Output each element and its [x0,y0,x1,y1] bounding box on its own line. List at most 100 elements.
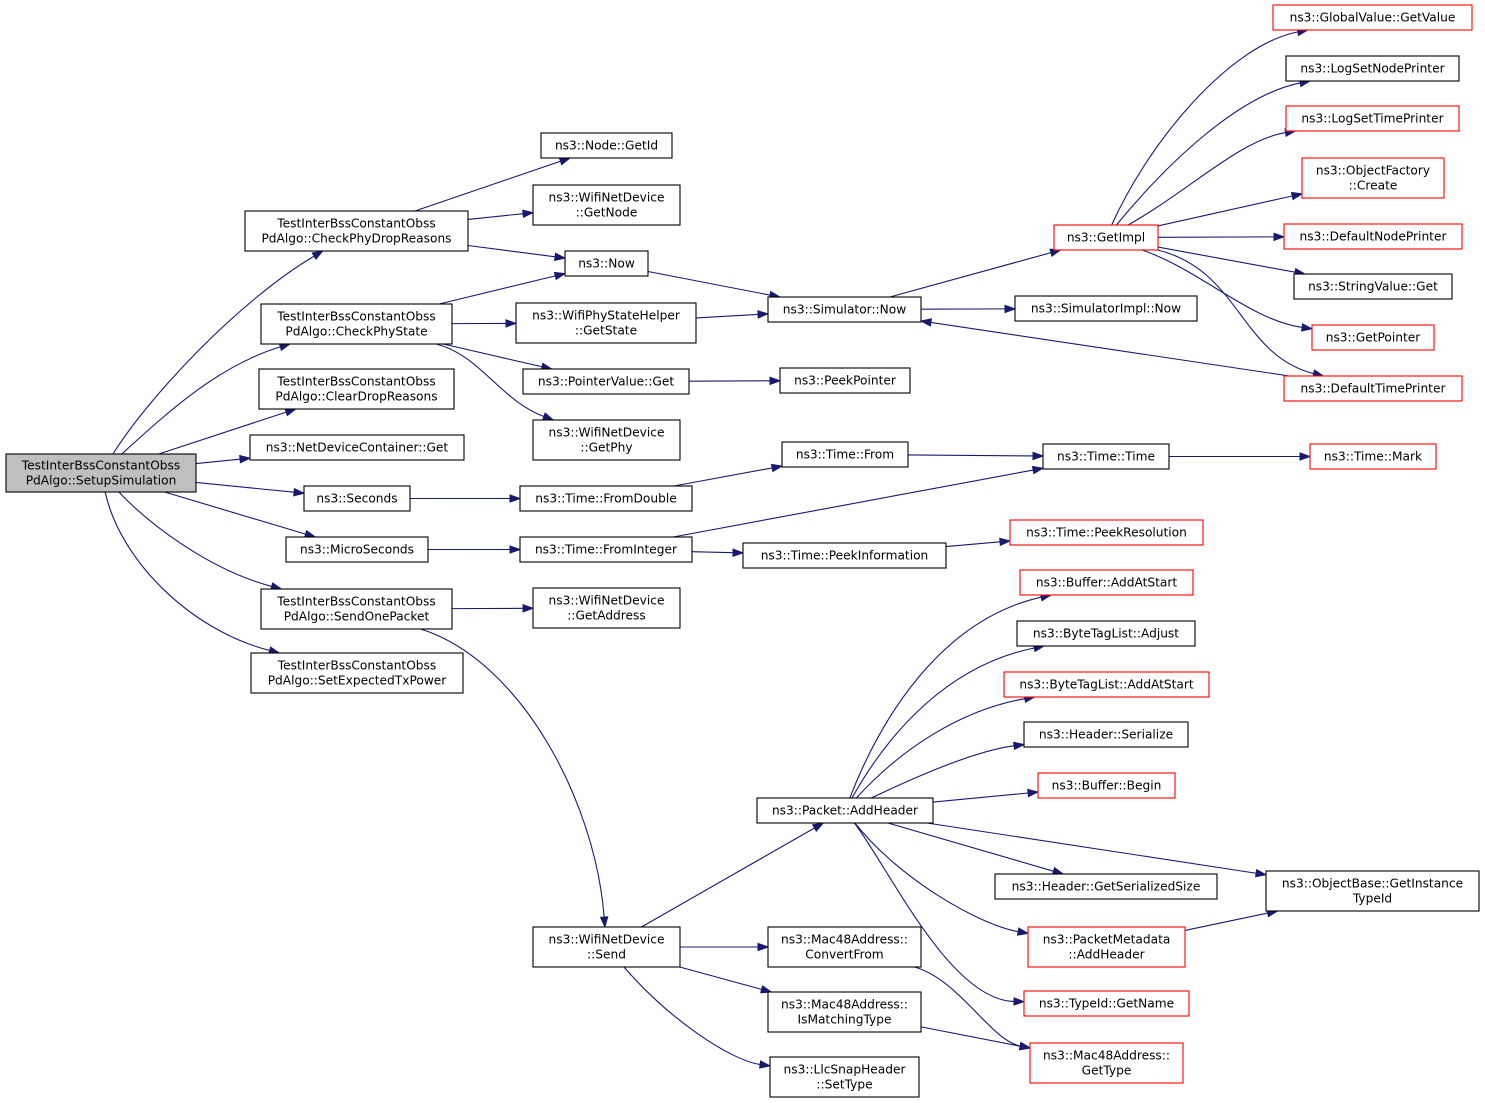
edge-line [195,458,241,465]
arrowhead-icon [505,319,518,328]
edge-line [195,481,295,493]
function-node-microSeconds[interactable]: ns3::MicroSeconds [285,536,429,563]
call-edge-timeFromInteger-to-timeTime [673,465,1045,538]
function-node-getPointer[interactable]: ns3::GetPointer [1311,324,1435,351]
function-node-packetAddHeader[interactable]: ns3::Packet::AddHeader [756,797,934,824]
arrowhead-icon [757,942,770,952]
function-node-wndGetNode[interactable]: ns3::WifiNetDevice::GetNode [532,184,681,226]
function-node-wndGetPhy[interactable]: ns3::WifiNetDevice::GetPhy [532,419,681,461]
node-label: ns3::Buffer::Begin [1052,779,1162,793]
function-node-wndSend[interactable]: ns3::WifiNetDevice::Send [532,926,681,968]
function-node-defaultTimePrinter[interactable]: ns3::DefaultTimePrinter [1283,375,1463,402]
function-node-macGetType[interactable]: ns3::Mac48Address::GetType [1029,1042,1184,1084]
function-node-timeFromInteger[interactable]: ns3::Time::FromInteger [519,536,693,563]
function-node-timeTime[interactable]: ns3::Time::Time [1042,443,1170,470]
arrowhead-icon [1031,465,1045,475]
function-node-root[interactable]: TestInterBssConstantObssPdAlgo::SetupSim… [5,453,197,493]
function-node-timeMark[interactable]: ns3::Time::Mark [1309,443,1437,470]
call-edge-wndSend-to-llcSetType [623,966,772,1069]
node-label: ns3::Packet::AddHeader [772,804,919,818]
function-node-macIsMatching[interactable]: ns3::Mac48Address::IsMatchingType [767,991,922,1033]
arrowhead-icon [1273,232,1286,242]
node-box [1265,870,1480,912]
function-node-btlAdjust[interactable]: ns3::ByteTagList::Adjust [1016,620,1196,647]
call-edge-macIsMatching-to-macGetType [920,1026,1032,1051]
function-node-timePeekInfo[interactable]: ns3::Time::PeekInformation [742,542,947,569]
function-node-objFactoryCreate[interactable]: ns3::ObjectFactory::Create [1301,157,1445,199]
function-node-sendOnePacket[interactable]: TestInterBssConstantObssPdAlgo::SendOneP… [260,588,453,630]
function-node-bufBegin[interactable]: ns3::Buffer::Begin [1037,772,1176,799]
function-node-typeIdGetName[interactable]: ns3::TypeId::GetName [1023,990,1190,1017]
call-edge-root-to-seconds [195,481,306,497]
node-box [779,367,911,394]
function-node-checkPhyDrop[interactable]: TestInterBssConstantObssPdAlgo::CheckPhy… [244,210,469,252]
node-label: ns3::DefaultNodePrinter [1300,230,1448,244]
function-node-logSetTimePrinter[interactable]: ns3::LogSetTimePrinter [1285,105,1460,132]
node-box [1003,671,1210,698]
function-node-nodeGetId[interactable]: ns3::Node::GetId [540,132,673,159]
function-node-getImpl[interactable]: ns3::GetImpl [1053,224,1159,251]
node-box [1272,4,1473,31]
call-edge-simNow-to-simImplNow [920,304,1017,314]
function-node-now[interactable]: ns3::Now [564,250,649,277]
node-box [258,368,455,410]
node-label: TestInterBssConstantObss [276,375,435,389]
function-node-timePeekRes[interactable]: ns3::Time::PeekResolution [1009,519,1204,546]
node-box [532,419,681,461]
function-node-llcSetType[interactable]: ns3::LlcSnapHeader::SetType [769,1056,920,1098]
function-node-btlAddAtStart[interactable]: ns3::ByteTagList::AddAtStart [1003,671,1210,698]
function-node-clearDrop[interactable]: TestInterBssConstantObssPdAlgo::ClearDro… [258,368,455,410]
node-box [994,873,1218,900]
function-node-peekPointer[interactable]: ns3::PeekPointer [779,367,911,394]
node-box [1309,443,1437,470]
function-node-defaultNodePrinter[interactable]: ns3::DefaultNodePrinter [1283,223,1463,250]
function-node-seconds[interactable]: ns3::Seconds [303,485,411,512]
node-label: PdAlgo::SetExpectedTxPower [268,674,448,688]
node-box [769,1056,920,1098]
call-edge-root-to-ndcGet [195,454,252,465]
node-label: ns3::Seconds [316,492,397,506]
function-node-logSetNodePrinter[interactable]: ns3::LogSetNodePrinter [1285,55,1460,82]
node-box [1029,1042,1184,1084]
node-box [519,485,693,512]
function-node-setExpectedTx[interactable]: TestInterBssConstantObssPdAlgo::SetExpec… [250,652,464,694]
function-node-wpshGetState[interactable]: ns3::WifiPhyStateHelper::GetState [515,302,697,344]
arrowhead-icon [1032,451,1045,461]
node-box [522,368,690,395]
function-node-bufAddAtStart[interactable]: ns3::Buffer::AddAtStart [1019,569,1194,596]
function-node-wndGetAddress[interactable]: ns3::WifiNetDevice::GetAddress [532,587,681,629]
function-node-ndcGet[interactable]: ns3::NetDeviceContainer::Get [249,434,465,461]
function-node-hdrSerialize[interactable]: ns3::Header::Serialize [1023,721,1189,748]
call-edge-sendOnePacket-to-wndSend [420,628,609,929]
node-label: ::GetState [575,324,637,338]
node-box [1283,223,1463,250]
call-edge-checkPhyDrop-to-wndGetNode [467,209,535,220]
node-box [767,926,922,968]
call-edge-sendOnePacket-to-wndGetAddress [451,604,535,613]
function-node-hdrGetSerSize[interactable]: ns3::Header::GetSerializedSize [994,873,1218,900]
node-box [303,485,411,512]
node-label: IsMatchingType [798,1013,892,1027]
function-node-timeFromDouble[interactable]: ns3::Time::FromDouble [519,485,693,512]
node-box [249,434,465,461]
node-label: ConvertFrom [805,948,883,962]
edge-line [467,213,524,220]
call-edge-seconds-to-timeFromDouble [410,494,522,503]
function-node-simNow[interactable]: ns3::Simulator::Now [767,296,922,323]
function-node-pmAddHeader[interactable]: ns3::PacketMetadata::AddHeader [1027,926,1186,968]
edge-line [691,551,734,554]
edge-line [1127,132,1286,226]
function-node-stringValueGet[interactable]: ns3::StringValue::Get [1293,273,1453,300]
function-node-timeFrom[interactable]: ns3::Time::From [781,441,909,468]
edge-line [121,346,281,455]
node-box [285,536,429,563]
function-node-gvGetValue[interactable]: ns3::GlobalValue::GetValue [1272,4,1473,31]
function-node-checkPhyState[interactable]: TestInterBssConstantObssPdAlgo::CheckPhy… [260,303,453,345]
arrowhead-icon [732,548,745,557]
function-node-pvGet[interactable]: ns3::PointerValue::Get [522,368,690,395]
function-node-simImplNow[interactable]: ns3::SimulatorImpl::Now [1014,295,1198,322]
edge-line [914,966,1021,1047]
function-node-macConvertFrom[interactable]: ns3::Mac48Address::ConvertFrom [767,926,922,968]
